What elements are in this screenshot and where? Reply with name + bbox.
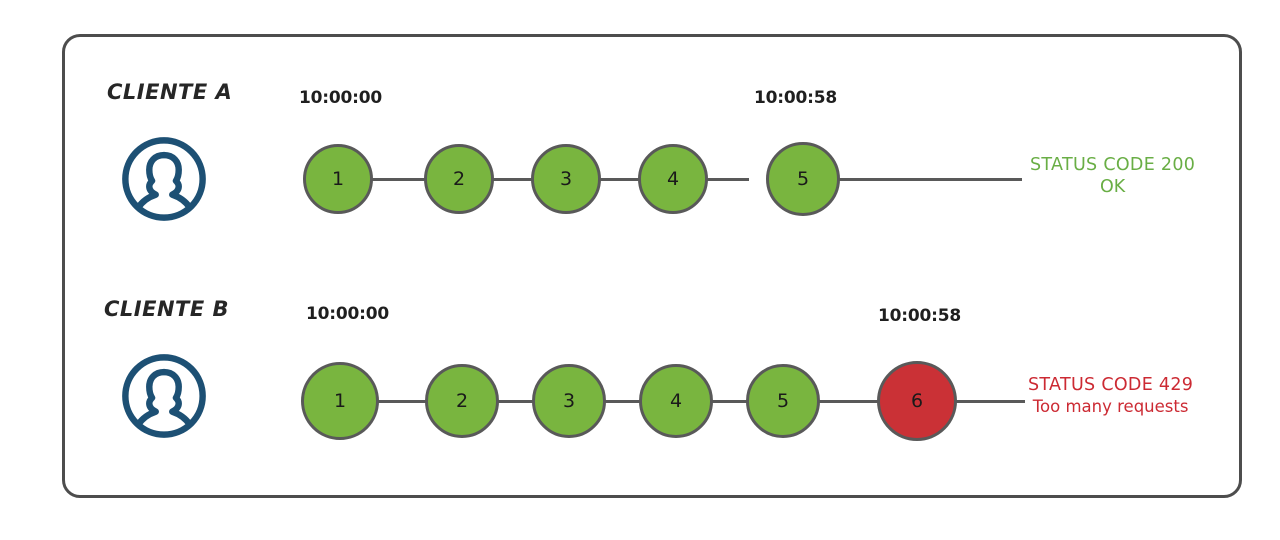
client-label-b: CLIENTE B: [104, 297, 230, 321]
link-b-3-4: [592, 400, 642, 403]
status-message-a: OK: [1099, 176, 1126, 197]
user-avatar-icon: [118, 133, 210, 225]
link-b-4-5: [699, 400, 749, 403]
request-node[interactable]: 5: [746, 364, 820, 438]
link-a-2-3: [479, 178, 535, 181]
request-node[interactable]: 1: [301, 362, 379, 440]
client-label-a: CLIENTE A: [107, 80, 233, 104]
link-a-5-status: [838, 178, 1022, 181]
timestamp-b-end: 10:00:58: [878, 306, 961, 326]
timestamp-a-end: 10:00:58: [754, 88, 837, 108]
request-node[interactable]: 4: [639, 364, 713, 438]
timestamp-b-start: 10:00:00: [306, 304, 389, 324]
request-node[interactable]: 5: [766, 142, 840, 216]
timestamp-a-start: 10:00:00: [299, 88, 382, 108]
link-b-6-status: [955, 400, 1025, 403]
link-a-4-5: [693, 178, 749, 181]
status-code-b: STATUS CODE 429: [1028, 375, 1194, 395]
request-node[interactable]: 3: [531, 144, 601, 214]
status-code-a: STATUS CODE 200: [1030, 155, 1196, 175]
request-node[interactable]: 4: [638, 144, 708, 214]
request-node[interactable]: 1: [303, 144, 373, 214]
request-node[interactable]: 2: [424, 144, 494, 214]
status-badge-a: STATUS CODE 200 OK: [1030, 155, 1195, 199]
link-b-5-6: [806, 400, 878, 403]
user-avatar-icon: [118, 350, 210, 442]
link-b-2-3: [485, 400, 535, 403]
request-node[interactable]: 2: [425, 364, 499, 438]
link-a-3-4: [586, 178, 642, 181]
status-badge-b: STATUS CODE 429 Too many requests: [1028, 375, 1193, 418]
link-b-1-2: [378, 400, 428, 403]
request-node-rate-limited[interactable]: 6: [877, 361, 957, 441]
status-message-b: Too many requests: [1032, 396, 1189, 416]
link-a-1-2: [372, 178, 428, 181]
request-node[interactable]: 3: [532, 364, 606, 438]
diagram-frame: [62, 34, 1242, 498]
